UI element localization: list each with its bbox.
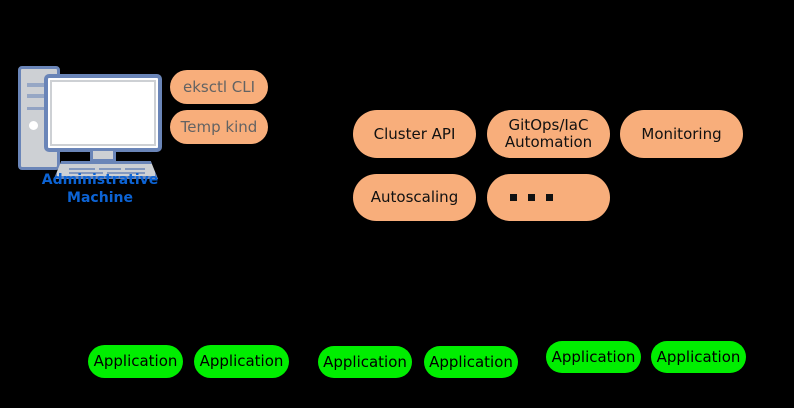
- application-pill-label: Application: [429, 352, 513, 371]
- component-pill-label: Autoscaling: [370, 188, 459, 207]
- application-pill[interactable]: Application: [651, 341, 746, 373]
- application-pill[interactable]: Application: [88, 345, 183, 378]
- application-pill-label: Application: [93, 352, 178, 371]
- tower-power-led-icon: [29, 121, 38, 130]
- application-pill-label: Application: [323, 352, 407, 371]
- monitor-stand: [90, 151, 116, 162]
- component-pill-label: Monitoring: [641, 124, 722, 143]
- application-pill[interactable]: Application: [194, 345, 289, 378]
- component-pill-label: Cluster API: [373, 124, 456, 143]
- application-pill[interactable]: Application: [424, 346, 518, 378]
- tool-pill-label: Temp kind: [180, 117, 258, 136]
- component-pill-label: GitOps/IaC Automation: [504, 116, 593, 151]
- component-pill-gitops-iac-automation[interactable]: GitOps/IaC Automation: [487, 110, 610, 158]
- application-pill[interactable]: Application: [546, 341, 641, 373]
- tower-slot: [27, 83, 55, 87]
- administrative-machine-label: Administrative Machine: [41, 172, 159, 206]
- component-pill-autoscaling[interactable]: Autoscaling: [353, 174, 476, 221]
- application-pill-label: Application: [551, 347, 636, 366]
- tower-slot: [27, 94, 55, 98]
- tool-pill-temp-kind[interactable]: Temp kind: [170, 110, 268, 144]
- application-pill-label: Application: [199, 352, 284, 371]
- monitor-screen: [50, 80, 156, 146]
- ellipsis-icon: [510, 194, 553, 201]
- component-pill-cluster-api[interactable]: Cluster API: [353, 110, 476, 158]
- monitor-icon: [44, 74, 162, 152]
- application-pill-label: Application: [656, 347, 741, 366]
- administrative-machine-icon: [12, 58, 172, 183]
- tool-pill-eksctl-cli[interactable]: eksctl CLI: [170, 70, 268, 104]
- component-pill-monitoring[interactable]: Monitoring: [620, 110, 743, 158]
- application-pill[interactable]: Application: [318, 346, 412, 378]
- component-pill-ellipsis[interactable]: [487, 174, 610, 221]
- tool-pill-label: eksctl CLI: [182, 77, 256, 96]
